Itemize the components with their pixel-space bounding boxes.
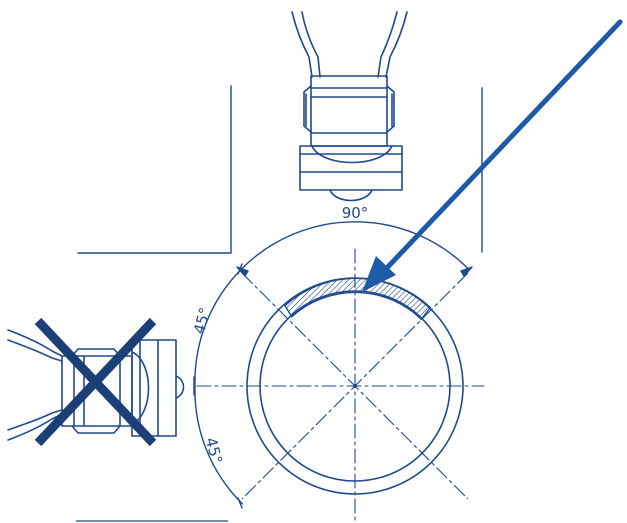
label-45-lower: 45°	[202, 436, 226, 466]
arrow-icon	[362, 19, 623, 292]
cable-clamp-side-icon	[7, 329, 185, 441]
angle-arc-45-left	[193, 263, 244, 509]
hatched-mount-zone	[283, 277, 432, 321]
label-45-upper: 45°	[190, 306, 214, 336]
center-point	[353, 384, 357, 388]
cross-icon	[34, 317, 157, 447]
cable-clamp-top-icon	[291, 11, 408, 202]
label-90: 90°	[342, 204, 369, 222]
